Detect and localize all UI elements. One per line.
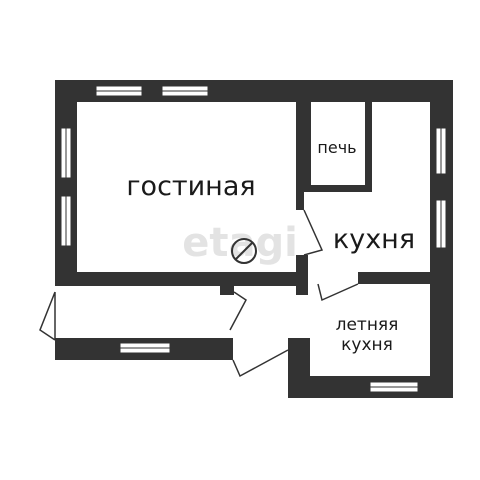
room-label-summer-kitchen-1: летняя bbox=[336, 315, 399, 335]
room-label-summer-kitchen-2: кухня bbox=[341, 335, 393, 355]
stove-wall-right bbox=[365, 100, 372, 192]
room-label-living: гостиная bbox=[126, 171, 255, 202]
room-label-kitchen: кухня bbox=[333, 224, 415, 255]
door-corridor bbox=[229, 291, 247, 331]
wall-top bbox=[55, 80, 453, 102]
brand-icon bbox=[32, 447, 48, 463]
door-summer-kitchen bbox=[317, 283, 359, 302]
wall-left bbox=[55, 80, 77, 285]
door-summer-entry bbox=[232, 349, 289, 378]
stove-wall-bottom bbox=[304, 185, 372, 192]
watermark-icon bbox=[231, 238, 257, 264]
brand-text: Домклик bbox=[52, 447, 122, 465]
wall-middle bbox=[55, 272, 300, 286]
room-label-stove: печь bbox=[317, 138, 356, 157]
wall-partition-lower bbox=[296, 255, 308, 295]
wall-corridor-post bbox=[220, 285, 234, 295]
stove-wall-left bbox=[304, 100, 311, 192]
wall-partition bbox=[296, 100, 304, 210]
brand-logo: Домклик bbox=[32, 447, 122, 465]
watermark-text: etagi bbox=[182, 220, 298, 266]
doors bbox=[39, 209, 359, 378]
door-entrance bbox=[39, 291, 56, 341]
windows bbox=[60, 85, 447, 393]
wall-kitchen-bottom bbox=[358, 272, 453, 284]
door-kitchen bbox=[303, 209, 324, 256]
